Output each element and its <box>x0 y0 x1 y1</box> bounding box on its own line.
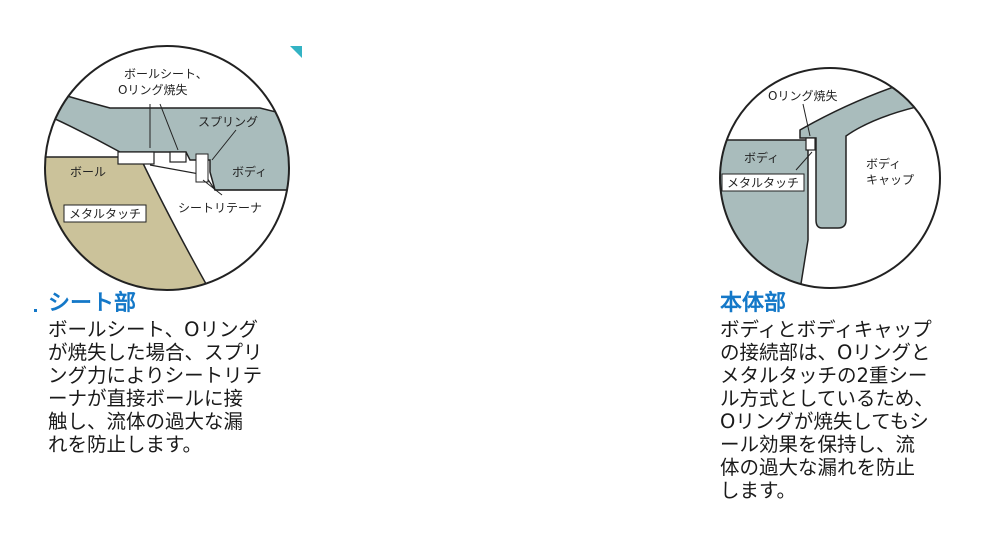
metal-touch-box-right <box>721 173 805 192</box>
label-ball-seat-oring: ボールシート、 Oリング焼失 <box>118 67 212 97</box>
label-metal-touch: メタルタッチ <box>69 207 141 221</box>
label-body-right: ボディ <box>744 150 779 165</box>
oring-slot <box>169 151 187 163</box>
body-caption-body: ボディとボディキャップ の接続部は、Oリングと メタルタッチの2重シー ル方式と… <box>720 318 934 502</box>
seat-caption: シート部 ボールシート、Oリング が焼失した場合、スプリ ング力によりシートリテ… <box>48 291 308 457</box>
seat-detail-diagram: ボールシート、 Oリング焼失 スプリング ボール ボディ メタルタッチ シートリ… <box>44 45 290 291</box>
label-body-cap: ボディ キャップ <box>866 156 914 187</box>
body-shape <box>45 86 289 191</box>
body-detail-diagram: Oリング焼失 ボディ メタルタッチ ボディ キャップ <box>719 67 941 289</box>
metal-touch-box <box>63 204 147 223</box>
label-metal-touch-right: メタルタッチ <box>727 176 799 190</box>
seat-caption-title: シート部 <box>48 291 137 316</box>
ball-seat-block <box>117 151 155 165</box>
seat-caption-body: ボールシート、Oリング が焼失した場合、スプリ ング力によりシートリテ ーナが直… <box>48 318 263 456</box>
label-oring-burn: Oリング焼失 <box>768 88 837 103</box>
label-seat-retainer: シートリテーナ <box>178 201 262 215</box>
label-spring: スプリング <box>198 115 258 129</box>
seat-retainer-line <box>149 164 289 191</box>
label-ball: ボール <box>70 165 106 179</box>
corner-mark <box>290 46 302 58</box>
body-caption-title: 本体部 <box>720 291 787 316</box>
oring-marker <box>805 137 816 151</box>
spring-slot <box>195 153 209 183</box>
body-caption: 本体部 ボディとボディキャップ の接続部は、Oリングと メタルタッチの2重シー … <box>720 291 970 503</box>
bullet-dot <box>34 309 37 312</box>
label-body: ボディ <box>232 164 267 179</box>
body-cap-shape <box>799 69 940 229</box>
